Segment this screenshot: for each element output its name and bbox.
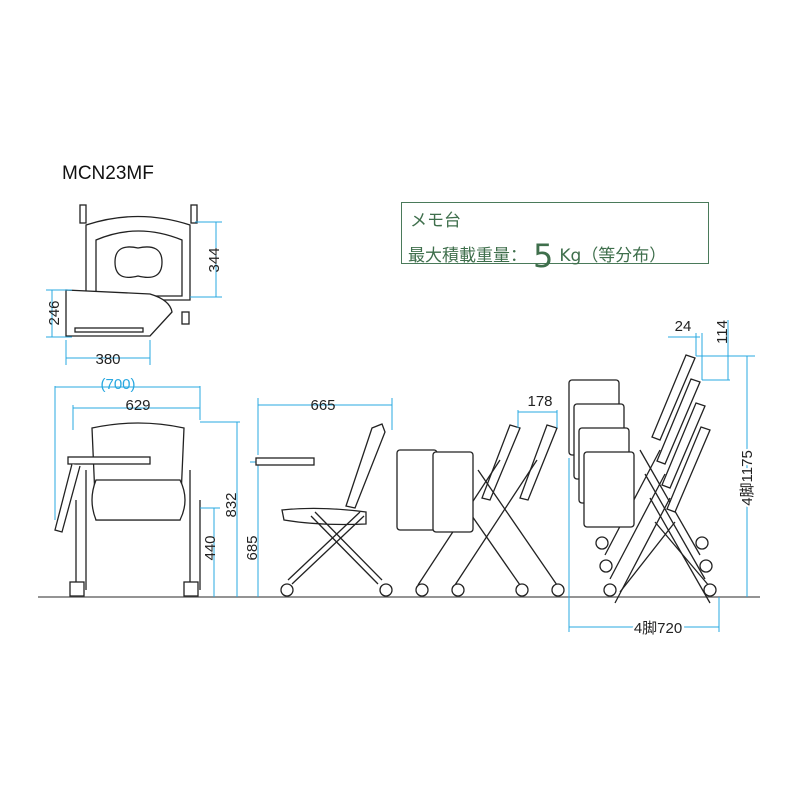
dim-width: 629 [125, 397, 150, 414]
dim-tablet-height: 685 [244, 535, 261, 560]
front-view-dimensions [54, 386, 262, 597]
top-view-dimensions [46, 221, 222, 365]
load-label: 最大積載重量： [408, 246, 527, 266]
memo-title: メモ台 [410, 211, 461, 231]
dim-tablet-width: 380 [95, 351, 120, 368]
dim-stack-rise: 114 [714, 320, 731, 344]
dim-tablet-depth: 246 [46, 300, 63, 325]
dim-depth: 665 [310, 397, 335, 414]
dim-folded-depth: 178 [527, 393, 552, 410]
folded-chairs [396, 424, 565, 597]
side-view-dimensions [257, 398, 393, 455]
dim-stack-depth: 4脚720 [634, 620, 682, 637]
dim-height: 832 [223, 492, 240, 517]
top-view-chair [65, 204, 198, 337]
dim-overall-width: (700) [100, 376, 135, 393]
front-view-chair [54, 422, 201, 597]
dim-seat-height: 440 [202, 535, 219, 560]
stack-dimensions [568, 320, 755, 632]
load-unit: Kg [559, 246, 582, 266]
stacked-chairs [568, 354, 717, 604]
model-title: MCN23MF [62, 163, 154, 184]
dim-stack-offset: 24 [675, 318, 692, 335]
dim-stack-height: 4脚1175 [739, 450, 756, 506]
load-note: （等分布） [581, 246, 667, 266]
dim-top-depth: 344 [206, 247, 223, 272]
folded-dimensions [517, 410, 558, 428]
side-view-chair [255, 423, 393, 597]
load-value: 5 [533, 237, 554, 275]
